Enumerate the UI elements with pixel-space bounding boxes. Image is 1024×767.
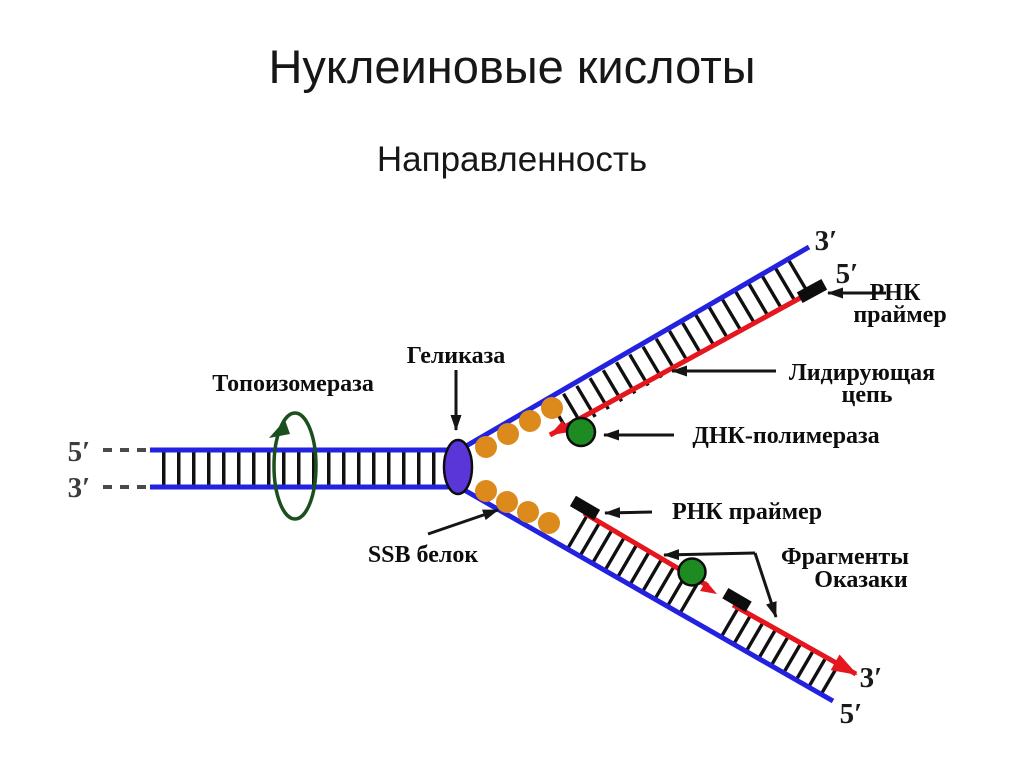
ssb-bead (496, 491, 518, 513)
okazaki-pointer-arrow-down (753, 552, 778, 618)
dna-polymerases (565, 416, 707, 587)
page-title: Нуклеиновые кислоты (268, 40, 756, 93)
dna-polymerase-label: ДНК-полимераза (692, 423, 879, 449)
okazaki-fragment2-base-pairs (719, 607, 845, 700)
leading-template-3-prime-label: 3′ (815, 225, 838, 257)
ssb-protein-label: SSB белок (368, 542, 479, 568)
ssb-bead (475, 436, 497, 458)
rna-primer-top-label-line2: праймер (853, 302, 946, 328)
leading-new-strand (548, 283, 824, 438)
leading-strand-label-line2: цепь (842, 382, 893, 408)
rna-primer-top-label-line1: РНК (870, 280, 921, 306)
lagging-template-5-prime-label: 5′ (840, 698, 863, 730)
rna-primer-leading (796, 279, 828, 303)
template-strands (150, 244, 835, 704)
dna-polymerase-leading (565, 416, 597, 448)
topoisomerase-rotation-arrowhead (269, 420, 290, 438)
lagging-new-3-prime-label: 3′ (860, 662, 883, 694)
rna-primer-bottom-label: РНК праймер (672, 499, 822, 525)
leading-strand-label-line1: Лидирующая (789, 360, 935, 386)
leading-template-strand (459, 244, 811, 452)
leading-new-5-prime-label: 5′ (836, 258, 859, 290)
ssb-bead (519, 410, 541, 432)
okazaki-label-line2: Оказаки (814, 567, 908, 593)
okazaki-pointer-arrow-left (663, 549, 756, 561)
rna-primer-bottom-pointer-arrow (604, 507, 653, 519)
helicase-shape (442, 438, 474, 496)
leading-arm-base-pairs (548, 255, 816, 434)
topoisomerase-ring (272, 411, 318, 521)
dna-polymerase-lagging (677, 557, 707, 587)
ssb-pointer-arrow (427, 508, 499, 536)
ssb-bead (538, 512, 560, 534)
new-strands (548, 283, 858, 677)
ssb-bead (475, 480, 497, 502)
helicase-label: Геликаза (407, 343, 506, 369)
rna-primer-fragment1 (569, 495, 601, 521)
ssb-bead (517, 501, 539, 523)
parent-5-prime-label: 5′ (68, 436, 91, 468)
ssb-bead (497, 423, 519, 445)
okazaki-fragment1-arrowhead (700, 581, 717, 594)
lagging-template-strand (457, 484, 835, 704)
ssb-bead (541, 397, 563, 419)
parent-3-prime-label: 3′ (68, 472, 91, 504)
okazaki-label-line1: Фрагменты (781, 544, 909, 570)
page-subtitle: Направленность (376, 140, 648, 179)
rna-primer-fragment2 (722, 588, 752, 612)
okazaki-fragment2-strand (731, 602, 858, 677)
ssb-proteins (475, 397, 563, 534)
topoisomerase-label: Топоизомераза (212, 371, 374, 397)
